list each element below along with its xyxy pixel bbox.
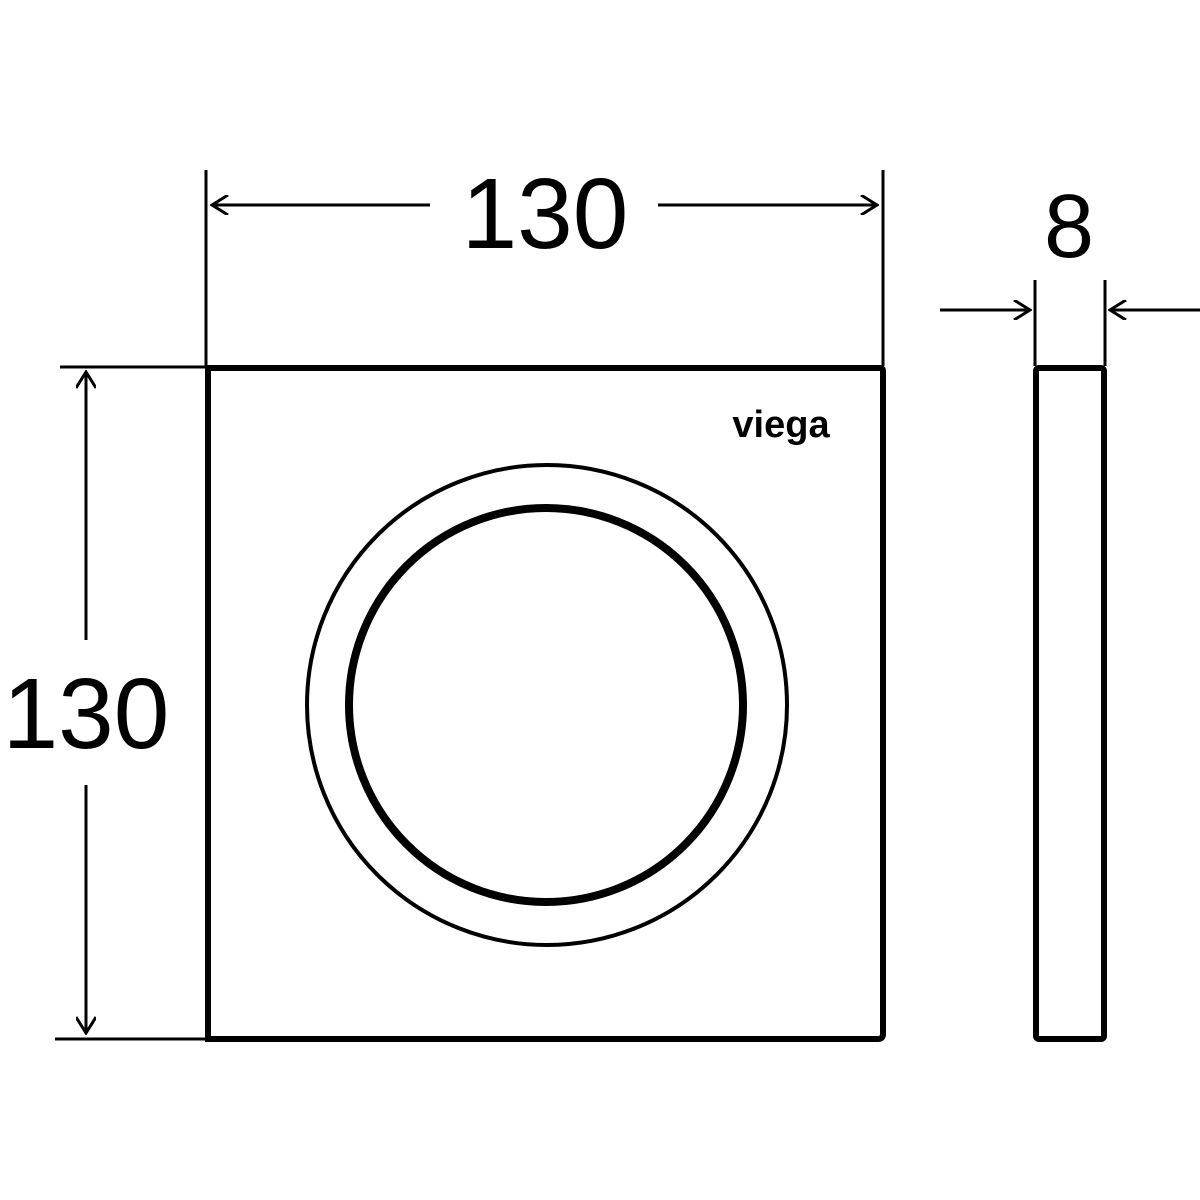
width-dimension-label: 130	[462, 158, 629, 270]
outer-ring	[305, 463, 789, 947]
front-plate-outline	[205, 365, 886, 1042]
viega-logo: viega	[732, 404, 830, 446]
thickness-dimension-label: 8	[1044, 177, 1094, 277]
inner-button	[345, 504, 747, 906]
side-profile	[1033, 365, 1107, 1042]
height-dimension-label: 130	[3, 658, 170, 770]
